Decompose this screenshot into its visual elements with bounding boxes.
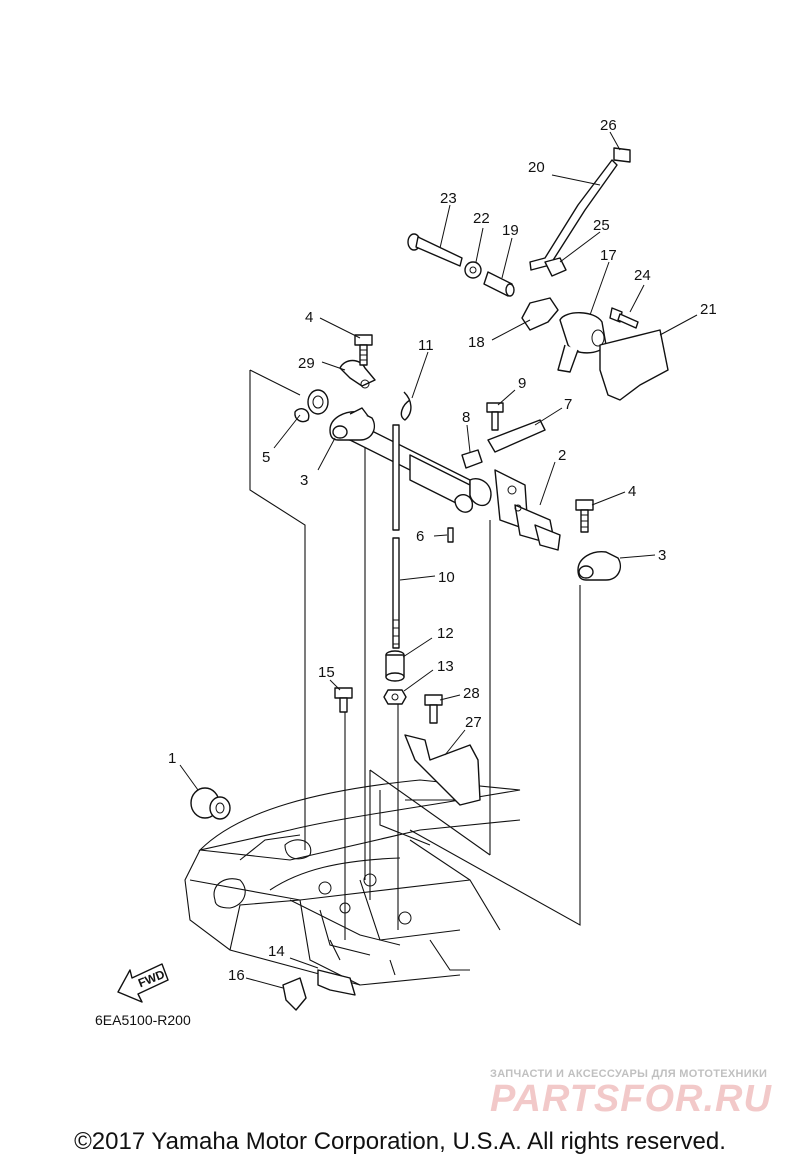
bolt-4-top (354, 334, 373, 366)
spacer-12 (385, 650, 405, 682)
clip-29 (339, 359, 376, 389)
callout-1: 1 (168, 750, 176, 767)
leader-lines (179, 131, 698, 989)
callout-10: 10 (438, 569, 455, 586)
bolt-15 (334, 687, 353, 713)
bracket-17 (557, 312, 607, 373)
bottom-cowling (184, 779, 521, 986)
plate-7 (487, 419, 546, 453)
callout-11: 11 (418, 337, 434, 354)
callout-3: 3 (658, 547, 666, 564)
callout-24: 24 (634, 267, 651, 284)
grommet-1 (190, 787, 231, 820)
callout-19: 19 (502, 222, 519, 239)
lever-3-left (329, 407, 376, 441)
diagram-code: 6EA5100-R200 (95, 1012, 191, 1028)
callout-20: 20 (528, 159, 545, 176)
phantom-lines (249, 369, 581, 961)
clamp-14 (317, 969, 356, 996)
callout-21: 21 (700, 301, 717, 318)
callout-3: 3 (300, 472, 308, 489)
bolt-28 (424, 694, 443, 724)
fwd-arrow: FWD (117, 963, 169, 1003)
callout-9: 9 (518, 375, 526, 392)
callout-23: 23 (440, 190, 457, 207)
callout-18: 18 (468, 334, 485, 351)
callout-29: 29 (298, 355, 315, 372)
callout-8: 8 (462, 409, 470, 426)
collar-19 (483, 271, 515, 297)
clip-25 (544, 257, 567, 277)
shift-rod-10 (392, 424, 400, 649)
callout-4: 4 (305, 309, 313, 326)
bolt-9 (486, 402, 504, 431)
callout-15: 15 (318, 664, 335, 681)
washer-22 (464, 261, 482, 279)
watermark: ЗАПЧАСТИ И АКСЕССУАРЫ ДЛЯ МОТОТЕХНИКИ PA… (490, 1068, 790, 1121)
callout-28: 28 (463, 685, 480, 702)
callout-22: 22 (473, 210, 490, 227)
watermark-tagline: ЗАПЧАСТИ И АКСЕССУАРЫ ДЛЯ МОТОТЕХНИКИ (490, 1068, 768, 1080)
callout-17: 17 (600, 247, 617, 264)
callout-6: 6 (416, 528, 424, 545)
copyright-notice: ©2017 Yamaha Motor Corporation, U.S.A. A… (74, 1128, 726, 1155)
plate-8 (461, 449, 483, 469)
callout-numbers: 1 2 3 3 4 4 5 6 7 8 9 10 11 12 13 14 15 … (168, 117, 717, 984)
callout-4: 4 (628, 483, 636, 500)
callout-7: 7 (564, 396, 572, 413)
callout-13: 13 (437, 658, 454, 675)
lever-3-right (577, 551, 622, 581)
clip-16 (282, 977, 307, 1011)
bolt-24 (609, 307, 639, 329)
bolt-4-right (575, 499, 594, 533)
callout-27: 27 (465, 714, 482, 731)
callout-16: 16 (228, 967, 245, 984)
callout-5: 5 (262, 449, 270, 466)
nut-13 (383, 689, 407, 705)
bracket-27 (404, 734, 481, 806)
lever-18 (521, 297, 559, 331)
callout-25: 25 (593, 217, 610, 234)
watermark-logo: PARTSFOR.RU (490, 1078, 772, 1120)
clip-11 (400, 391, 412, 421)
collar-5 (294, 389, 329, 423)
nut-26 (613, 147, 631, 163)
link-rod-20 (529, 159, 618, 271)
bolt-23 (407, 233, 463, 267)
callout-2: 2 (558, 447, 566, 464)
callout-12: 12 (437, 625, 454, 642)
pin-6 (447, 527, 454, 543)
callout-14: 14 (268, 943, 285, 960)
callout-26: 26 (600, 117, 617, 134)
bracket-21 (599, 329, 669, 401)
